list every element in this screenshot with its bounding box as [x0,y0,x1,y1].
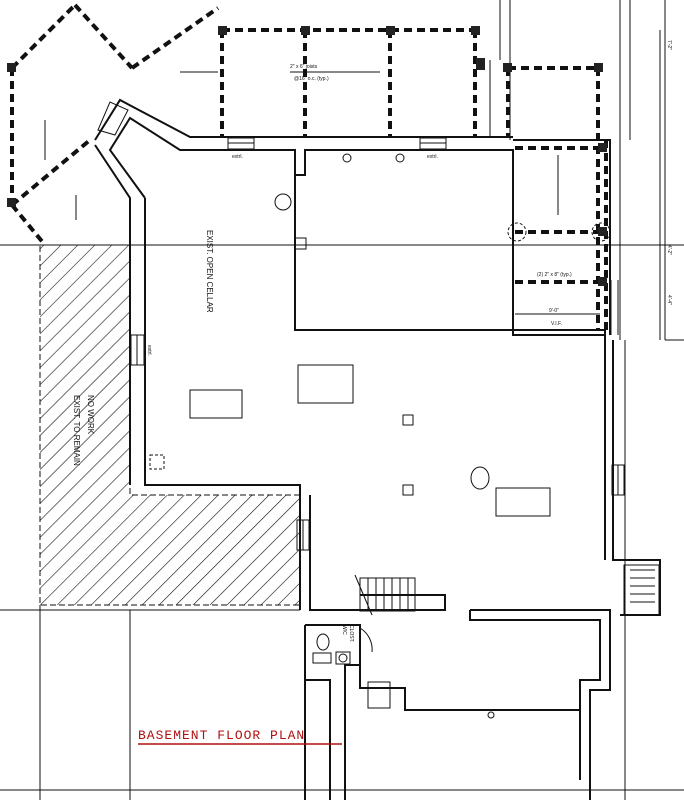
dimension-lines [44,30,661,340]
dimension-2: 4'-2" [666,245,672,255]
dimension-3: 4'-4" [666,295,672,305]
piers-and-fixtures [149,153,551,719]
span-dimension: 9'-0" [549,308,559,314]
extrl-label-2: extrl. [427,154,438,160]
joists-note: 2" x 6" joists [290,64,318,70]
exist-remain-label: EXIST. TO REMAIN [72,395,81,466]
joists-spacing-note: @16" o.c. (typ.) [294,76,329,82]
no-work-label: NO WORK [86,395,95,435]
extrl-label-3: extrl. [146,345,152,356]
vif-label: V.I.F. [551,321,562,327]
extrl-label-1: extrl. [232,154,243,160]
stairs [354,280,660,616]
walls [94,98,661,800]
beam-note: (2) 2" x 8" (typ.) [537,272,572,278]
dimension-1: 7'-2" [666,40,672,50]
upper-left-beams [10,3,608,335]
drawing-title: BASEMENT FLOOR PLAN [138,728,305,743]
closet-label: CLOST. [348,625,354,643]
wc-label: W/C [341,625,347,635]
cellar-label: EXIST. OPEN CELLAR [205,230,214,313]
windows [97,101,625,551]
columns [7,26,607,286]
